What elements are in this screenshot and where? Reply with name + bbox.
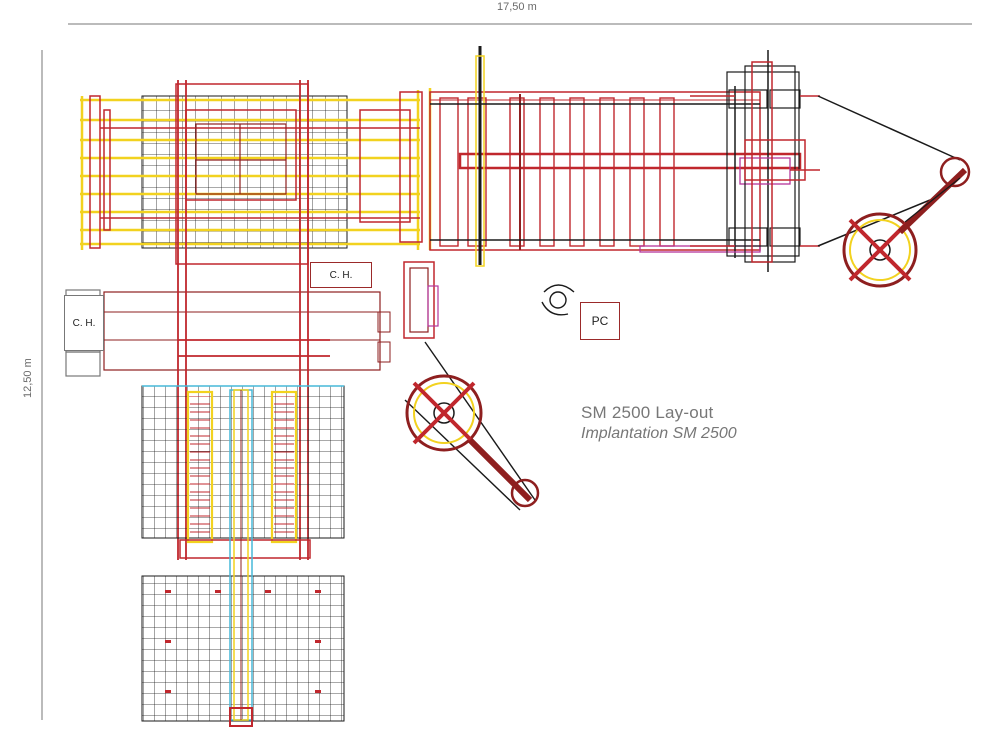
title-block: SM 2500 Lay-out Implantation SM 2500 [581, 403, 737, 443]
control-house-left-label: C. H. [64, 295, 104, 351]
right-coil-reel [817, 95, 971, 288]
operator-icon [541, 284, 575, 316]
control-house-top-label: C. H. [310, 262, 372, 288]
middle-grid-table [141, 385, 345, 559]
width-dimension-label: 17,50 m [497, 1, 537, 13]
left-yellow-infeed [80, 83, 432, 265]
main-conveyor [429, 46, 820, 272]
height-dimension-label: 12,50 m [22, 358, 34, 398]
layout-title: SM 2500 Lay-out [581, 403, 714, 422]
lower-grid-table [141, 389, 345, 727]
pc-station-label: PC [580, 302, 620, 340]
centre-coil-reel [403, 261, 540, 511]
left-cabinet [65, 289, 391, 377]
layout-subtitle: Implantation SM 2500 [581, 425, 737, 442]
